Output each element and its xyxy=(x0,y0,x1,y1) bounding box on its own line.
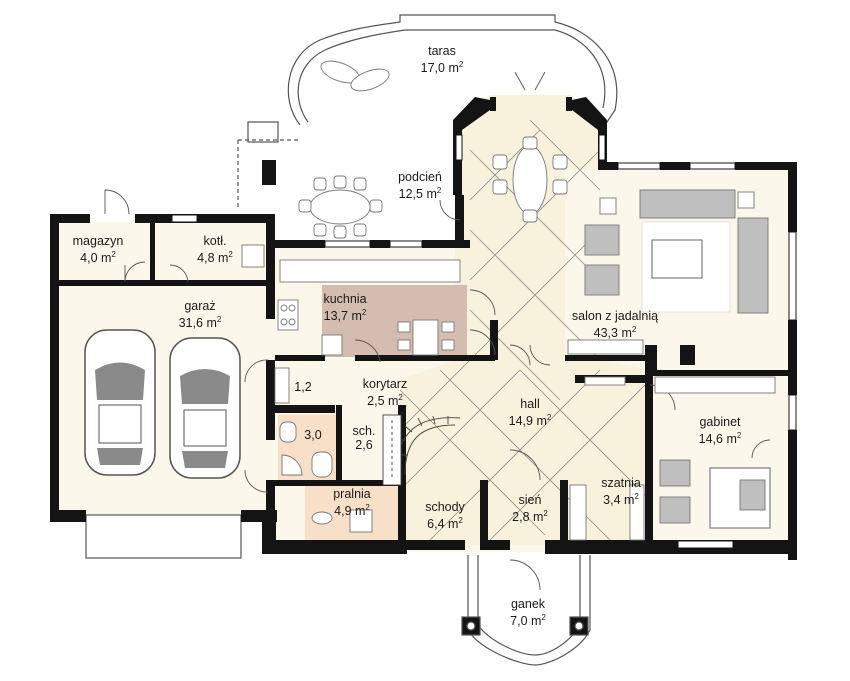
room-area: 3,4 m xyxy=(603,493,635,508)
walls xyxy=(50,97,797,560)
label-pralnia: pralnia 4,9 m2 xyxy=(333,487,371,519)
room-area: 12,5 m xyxy=(398,187,437,202)
room-name: kuchnia xyxy=(323,292,367,306)
room-name: gabinet xyxy=(699,415,741,429)
label-sch: sch. 2,6 xyxy=(342,424,386,452)
label-ganek: ganek 7,0 m2 xyxy=(510,597,546,629)
room-area: 14,6 m xyxy=(698,432,737,447)
car-right xyxy=(169,337,241,479)
room-name: hall xyxy=(520,397,540,411)
room-name: podcień xyxy=(398,170,442,184)
room-name: garaż xyxy=(184,299,216,313)
cars xyxy=(84,329,241,479)
room-name: kotł. xyxy=(203,234,227,248)
room-area: 13,7 m xyxy=(323,309,362,324)
room-area: 6,4 m xyxy=(427,517,459,532)
label-szatnia: szatnia 3,4 m2 xyxy=(601,476,641,508)
room-area: 4,8 m xyxy=(197,251,229,266)
room-name: sień xyxy=(518,493,542,507)
label-kotl: kotł. 4,8 m2 xyxy=(197,234,233,266)
room-area: 4,9 m xyxy=(334,504,366,519)
room-name: schody xyxy=(425,500,465,514)
door-swings xyxy=(104,71,771,591)
room-area: 31,6 m xyxy=(178,316,217,331)
room-area: 14,9 m xyxy=(508,414,547,429)
room-area: 4,0 m xyxy=(80,251,112,266)
furniture xyxy=(241,60,776,541)
ganek-outline xyxy=(85,514,591,666)
room-area: 2,5 m xyxy=(367,394,399,409)
terrace-outline xyxy=(237,14,618,210)
windows xyxy=(171,134,797,549)
car-left xyxy=(84,329,156,476)
room-area: 43,3 m xyxy=(593,326,632,341)
label-hall: hall 14,9 m2 xyxy=(508,397,552,429)
room-name: salon z jadalnią xyxy=(571,309,659,323)
room-area: 2,8 m xyxy=(512,510,544,525)
label-podcien: podcień 12,5 m2 xyxy=(398,170,442,202)
room-name: magazyn xyxy=(72,234,124,248)
room-name: sch. xyxy=(352,424,376,438)
room-name: taras xyxy=(428,44,456,58)
label-kuchnia: kuchnia 13,7 m2 xyxy=(323,292,367,324)
room-area: 7,0 m xyxy=(510,614,542,629)
label-salon: salon z jadalnią 43,3 m2 xyxy=(571,309,659,341)
label-wc-area: 3,0 xyxy=(304,428,322,442)
room-name: szatnia xyxy=(601,476,641,490)
staircase xyxy=(382,414,461,486)
label-sien: sień 2,8 m2 xyxy=(512,493,548,525)
room-area: 2,6 xyxy=(355,438,373,452)
label-korytarz: korytarz 2,5 m2 xyxy=(362,377,408,409)
room-name: ganek xyxy=(510,597,546,611)
label-taras: taras 17,0 m2 xyxy=(420,44,464,76)
room-area: 17,0 m xyxy=(420,61,459,76)
room-name: pralnia xyxy=(333,487,371,501)
label-closet-area: 1,2 xyxy=(294,380,312,394)
label-schody: schody 6,4 m2 xyxy=(425,500,465,532)
label-gabinet: gabinet 14,6 m2 xyxy=(698,415,742,447)
label-magazyn: magazyn 4,0 m2 xyxy=(72,234,124,266)
room-name: korytarz xyxy=(362,377,408,391)
label-garaz: garaż 31,6 m2 xyxy=(178,299,222,331)
